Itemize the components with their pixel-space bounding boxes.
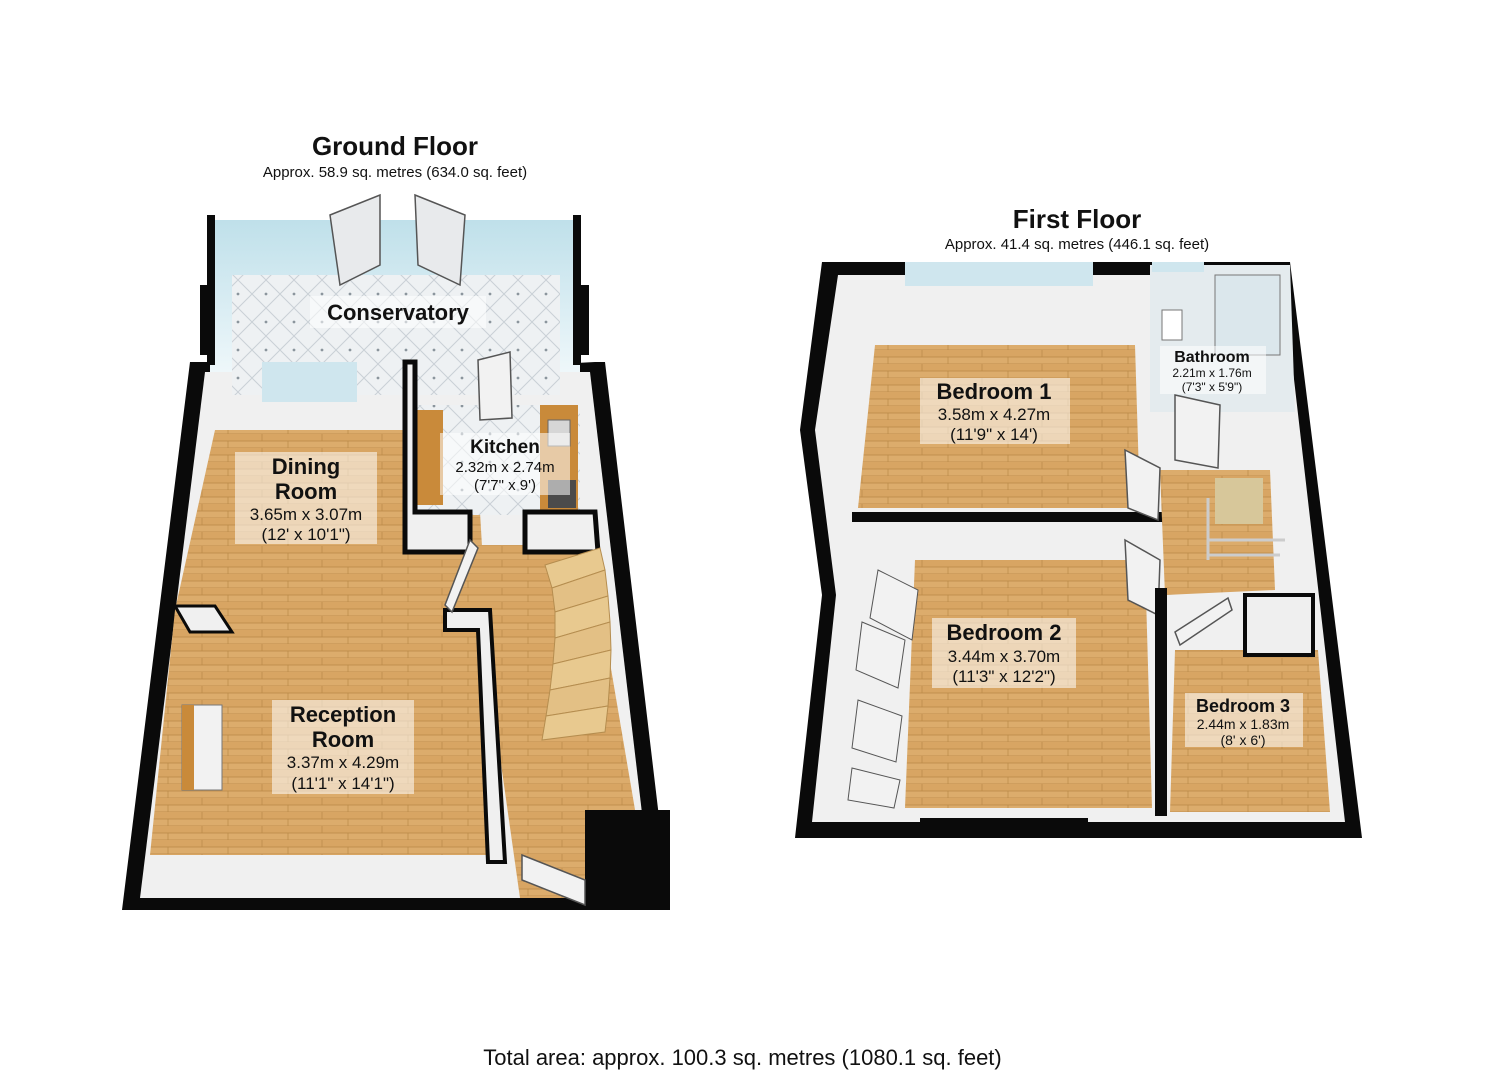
conservatory-door-left[interactable] [329,193,381,287]
bedroom-2-dim-imperial: (11'3" x 12'2") [952,667,1055,686]
kitchen-label-bg [440,433,570,495]
bedroom-2-3-partition [1155,588,1167,816]
bedroom-1-window [905,262,1093,286]
bathroom-name: Bathroom [1174,349,1250,366]
landing-stairwell [1215,478,1263,524]
bathroom-label-bg [1160,346,1266,394]
bedroom-2-wardrobes[interactable] [847,569,919,809]
kitchen-right-wall [522,509,601,555]
kitchen-dim-imperial: (7'7" x 9') [474,477,536,494]
conservatory-right-pillar [580,285,589,355]
kitchen-door[interactable] [477,351,513,421]
bedroom-3-dim-imperial: (8' x 6') [1220,732,1265,748]
dining-room-name-line2: Room [275,479,337,504]
conservatory-left-pillar [200,285,209,355]
bedroom-3-cupboard [1243,593,1315,657]
front-cupboard [585,810,670,910]
reception-hearth [182,705,194,790]
dining-label-bg [235,452,377,544]
bedroom-2-dim-metric: 3.44m x 3.70m [948,647,1060,666]
bedroom-1-dim-metric: 3.58m x 4.27m [938,405,1050,424]
bedroom-1-door[interactable] [1124,448,1161,522]
dining-room-name-line1: Dining [272,454,340,479]
bedroom-3-name: Bedroom 3 [1196,696,1290,716]
bathroom-shower [1214,274,1281,356]
ground-floor-area: Approx. 58.9 sq. metres (634.0 sq. feet) [263,164,527,181]
bedroom-1-name: Bedroom 1 [937,379,1052,404]
bathroom-dim-metric: 2.21m x 1.76m [1172,366,1251,380]
dining-room-dim-metric: 3.65m x 3.07m [250,505,362,524]
kitchen-counter-left [415,410,443,505]
ground-floor-title: Ground Floor [312,131,478,161]
bedroom-1-label-bg [920,378,1070,444]
reception-bay-window [232,898,428,910]
reception-room-name-line1: Reception [290,702,396,727]
bathroom-window [1152,262,1204,272]
total-area: Total area: approx. 100.3 sq. metres (10… [483,1045,1002,1070]
reception-room-dim-imperial: (11'1" x 14'1") [291,774,394,793]
bathroom-dim-imperial: (7'3" x 5'9") [1182,380,1242,394]
reception-room-name-line2: Room [312,727,374,752]
bathroom-toilet [1161,309,1183,341]
kitchen-name: Kitchen [470,437,540,458]
kitchen-dim-metric: 2.32m x 2.74m [455,459,554,476]
reception-room-dim-metric: 3.37m x 4.29m [287,753,399,772]
bedroom-3-door[interactable] [1174,596,1233,647]
ground-floor-stairs[interactable] [541,547,612,741]
conservatory-right-frame [573,215,581,365]
bedroom-1-dim-imperial: (11'9" x 14') [950,425,1038,444]
bedroom-2-name: Bedroom 2 [947,620,1062,645]
conservatory-door-right[interactable] [414,193,466,287]
dining-door[interactable] [444,538,479,614]
first-floor-title: First Floor [1013,204,1142,234]
conservatory-left-frame [207,215,215,365]
bedroom-2-window-bar [920,818,1088,826]
reception-right-wall [443,608,508,864]
bathroom-door[interactable] [1174,394,1221,469]
conservatory-label-bg [310,296,486,328]
landing-banister [1206,498,1285,560]
bedroom-3-label-bg [1185,693,1303,747]
reception-label-bg [272,700,414,794]
dining-room-dim-imperial: (12' x 10'1") [261,525,350,544]
bedroom-1-2-partition [852,512,1164,522]
conservatory-name: Conservatory [327,300,470,325]
first-floor-area: Approx. 41.4 sq. metres (446.1 sq. feet) [945,236,1209,253]
first-floor-plan [795,262,1362,838]
bedroom-3-dim-metric: 2.44m x 1.83m [1197,716,1290,732]
bedroom-2-label-bg [932,618,1076,688]
front-door[interactable] [521,853,586,907]
dining-room-window-alcove [262,362,357,402]
dining-reception-partition [172,604,235,634]
kitchen-left-wall [402,359,473,555]
